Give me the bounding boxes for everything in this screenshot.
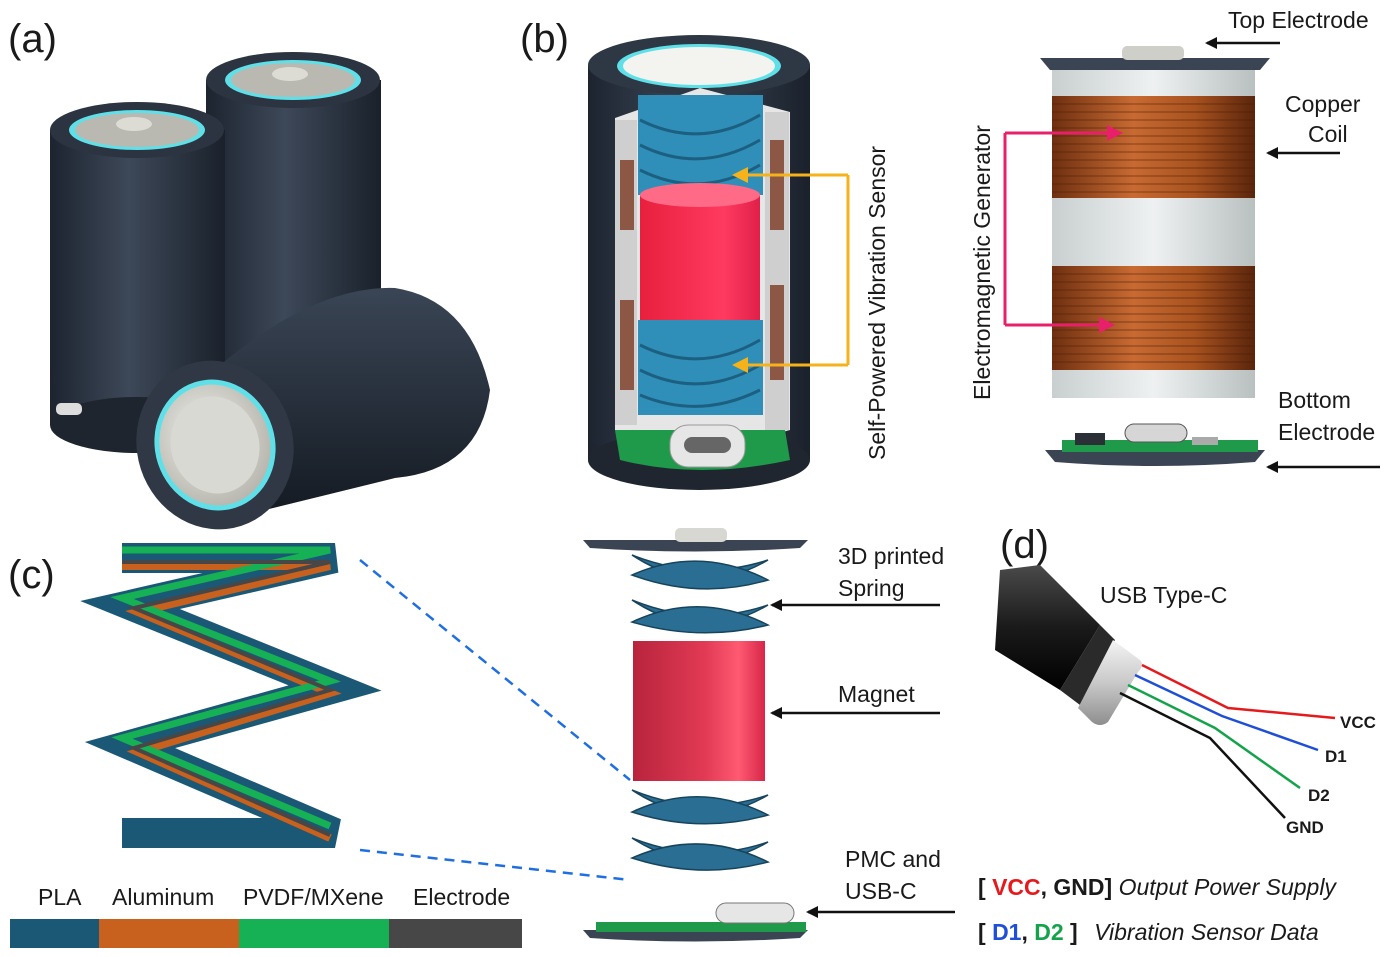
copper-coil-top [1052,96,1255,198]
note1-gnd: GND [1053,874,1104,900]
layered-zigzag [80,543,382,848]
spring-label-2: Spring [838,575,904,601]
generator-exploded [1040,46,1270,466]
copper-coil-bottom [1052,266,1255,370]
note1-close: ] [1105,874,1113,900]
pmc-label-2: USB-C [845,878,917,904]
spring-top [629,554,771,634]
note2-d1: D1 [992,919,1022,945]
dashed-link-top [359,559,631,781]
usb-wires [1119,663,1336,819]
legend-swatch-pvdf [239,919,389,948]
spring-bottom [629,789,771,871]
top-electrode-label: Top Electrode [1228,7,1369,33]
usb-cable [995,565,1143,725]
legend-label-aluminum: Aluminum [112,884,214,910]
note1-sep: , [1041,874,1047,900]
note2-close: ] [1070,919,1078,945]
copper-coil-label-1: Copper [1285,91,1361,117]
usb-port-icon [56,403,82,415]
yellow-bracket-arrows [732,167,850,373]
magnet-cutaway [640,195,760,320]
bottom-electrode-label-2: Electrode [1278,419,1375,445]
pink-bracket-arrows [1003,125,1123,333]
legend-swatch-electrode [389,919,522,948]
pin-d2-label: D2 [1308,786,1330,805]
note1-vcc: VCC [992,874,1041,900]
note1-desc: Output Power Supply [1119,874,1338,900]
usb-c-plug-icon [1078,640,1143,725]
pmc-label-1: PMC and [845,846,941,872]
dashed-link-bottom [359,848,631,882]
spring-magnet-stack [583,528,808,942]
legend-swatch-pla [10,919,99,948]
panel-b-label: (b) [520,17,569,61]
legend-label-electrode: Electrode [413,884,510,910]
legend-label-pla: PLA [38,884,82,910]
magnet-label: Magnet [838,681,915,707]
pin-vcc-label: VCC [1340,713,1376,732]
note-power: [ VCC, GND] Output Power Supply [978,874,1337,900]
note2-desc: Vibration Sensor Data [1094,919,1319,945]
usb-type-c-label: USB Type-C [1100,582,1227,608]
legend-swatch-aluminum [99,919,239,948]
sensor-label: Self-Powered Vibration Sensor [864,146,890,460]
note2-d2: D2 [1034,919,1063,945]
note1-open: [ [978,874,986,900]
panel-d-label: (d) [1000,523,1049,567]
top-electrode-plate [1040,58,1270,70]
panel-c-label: (c) [8,553,55,597]
material-legend: PLA Aluminum PVDF/MXene Electrode [10,884,522,948]
legend-label-pvdf: PVDF/MXene [243,884,384,910]
generator-label: Electromagnetic Generator [969,125,995,400]
pin-d1-label: D1 [1325,747,1347,766]
panel-a-label: (a) [8,17,57,61]
pin-gnd-label: GND [1286,818,1324,837]
cutaway-cylinder [588,35,810,490]
spring-label-1: 3D printed [838,543,944,569]
bottom-electrode-label-1: Bottom [1278,387,1351,413]
copper-coil-label-2: Coil [1308,121,1348,147]
note2-sep: , [1021,919,1027,945]
magnet-block [633,641,765,781]
battery-lying [136,287,490,530]
battery-back-left [50,102,225,453]
note2-open: [ [978,919,986,945]
note-sensor: [ D1, D2 ] Vibration Sensor Data [978,919,1319,945]
